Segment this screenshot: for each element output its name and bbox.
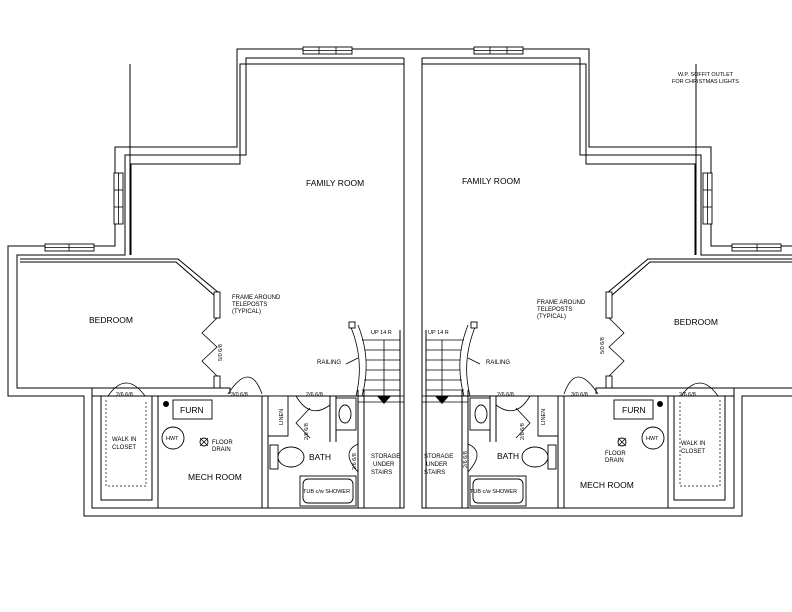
frame-note: (TYPICAL) — [232, 309, 261, 315]
storage-label: UNDER — [373, 462, 395, 468]
linen-door-size: 2/6 6/8 — [520, 423, 526, 440]
furnace-label: FURN — [180, 405, 204, 415]
linen-label: LINEN — [541, 409, 547, 425]
railing-label: RAILING — [486, 360, 510, 366]
linen-door-size: 2/6 6/8 — [304, 423, 310, 440]
railing-label: RAILING — [317, 360, 341, 366]
frame-note: FRAME AROUND — [232, 295, 281, 301]
soffit-note-line1: W.P. SOFFIT OUTLET — [678, 72, 734, 78]
family-room-label: FAMILY ROOM — [462, 176, 520, 186]
bedroom-door-size: 5/0 6/8 — [600, 337, 606, 354]
soffit-note-line2: FOR CHRISTMAS LIGHTS — [672, 79, 739, 85]
bedroom-label: BEDROOM — [674, 317, 718, 327]
frame-note: FRAME AROUND — [537, 300, 586, 306]
walk-in-closet-label: CLOSET — [112, 445, 136, 451]
bedroom-door-size: 5/0 6/8 — [218, 344, 224, 361]
left-unit-plan — [7, 46, 411, 517]
tub-label: TUB c/w SHOWER — [470, 489, 517, 495]
frame-note: TELEPOSTS — [537, 307, 572, 313]
floor-drain-label: DRAIN — [212, 447, 231, 453]
frame-note: (TYPICAL) — [537, 314, 566, 320]
closet-door-size: 2/6 6/8 — [116, 392, 133, 398]
bath-label: BATH — [309, 452, 331, 462]
storage-door-size: 2/6 6/8 — [463, 451, 469, 468]
stair-up-label: UP 14 R — [371, 330, 392, 336]
storage-label: STAIRS — [371, 470, 392, 476]
tub-label: TUB c/w SHOWER — [303, 489, 350, 495]
floor-drain-label: FLOOR — [605, 451, 626, 457]
walk-in-closet-label: WALK IN — [112, 437, 136, 443]
mech-door-size: 3/0 6/8 — [231, 392, 248, 398]
mech-room-label: MECH ROOM — [580, 480, 634, 490]
floor-drain-label: FLOOR — [212, 440, 233, 446]
bath-label: BATH — [497, 451, 519, 461]
family-room-label: FAMILY ROOM — [306, 178, 364, 188]
bath-door-size: 2/6 6/8 — [306, 392, 323, 398]
frame-note: TELEPOSTS — [232, 302, 267, 308]
linen-label: LINEN — [279, 409, 285, 425]
floor-drain-label: DRAIN — [605, 458, 624, 464]
walk-in-closet-label: CLOSET — [681, 449, 705, 455]
storage-door-size: 2/6 6/8 — [352, 453, 358, 470]
mech-door-size: 3/0 6/8 — [571, 392, 588, 398]
closet-door-size: 2/6 6/8 — [679, 392, 696, 398]
storage-label: STORAGE — [424, 454, 453, 460]
storage-label: STAIRS — [424, 470, 445, 476]
mech-room-label: MECH ROOM — [188, 472, 242, 482]
storage-label: UNDER — [426, 462, 448, 468]
bedroom-label: BEDROOM — [89, 315, 133, 325]
hwt-label: HWT — [166, 436, 179, 442]
hwt-label: HWT — [646, 436, 659, 442]
furnace-label: FURN — [622, 405, 646, 415]
walk-in-closet-label: WALK IN — [681, 441, 705, 447]
stair-up-label: UP 14 R — [428, 330, 449, 336]
bath-door-size: 2/6 6/8 — [497, 392, 514, 398]
storage-label: STORAGE — [371, 454, 400, 460]
right-unit-plan — [415, 46, 792, 517]
